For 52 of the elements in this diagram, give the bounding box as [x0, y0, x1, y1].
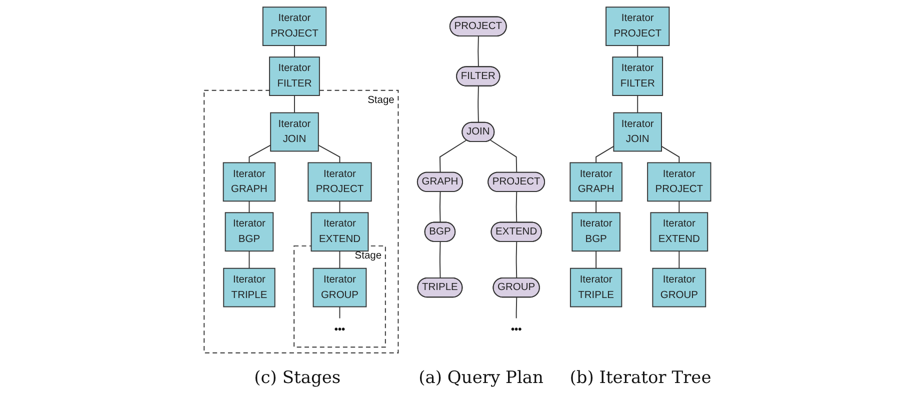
connector — [339, 200, 340, 214]
node-box — [223, 268, 276, 308]
connector — [294, 95, 296, 114]
node-box — [612, 56, 664, 96]
node-text: ••• — [334, 324, 346, 335]
connector — [490, 140, 518, 174]
panel-caption: (b) Iterator Tree — [570, 368, 712, 388]
connector — [294, 45, 296, 58]
diagram-drawing: Stage Stage PROJECT FILTER JOIN GRAPH PROJECT BGP EXTEND TRIPLE GROUP ••• Iterator PROJECT Iterator FILTER Iterator JOIN Iterator GRAPH Iterator PROJECT Iterator BGP Iterator EXTEND Iterator TRIPLE Iterator GROUP Iterator PROJECT Iterator FILTER Iterator JOIN Iterator GRAPH Iterator PROJECT Iterator BGP Iterator EXTEND Iterator TRIPLE Iterator GROUP ••• — [199, 2, 716, 358]
connector — [678, 250, 680, 269]
node-box — [224, 212, 274, 252]
node-box — [270, 112, 319, 152]
node-box — [222, 162, 276, 202]
connector — [440, 140, 468, 174]
node-box — [652, 268, 706, 308]
node-box — [312, 268, 367, 308]
connector — [318, 144, 340, 164]
node-box — [269, 56, 320, 96]
panel-caption: (a) Query Plan — [418, 368, 544, 388]
node-box — [570, 268, 622, 308]
node-box — [613, 112, 662, 152]
connector — [637, 95, 638, 114]
connector — [339, 250, 340, 269]
connector — [478, 86, 479, 124]
connector — [248, 200, 250, 214]
connector — [248, 144, 272, 164]
node-box — [310, 212, 369, 252]
connector — [637, 45, 638, 58]
connector — [516, 297, 518, 319]
connector — [339, 306, 340, 319]
node-box — [606, 6, 670, 46]
connector — [596, 250, 597, 269]
connector — [516, 241, 518, 279]
panel-caption: (c) Stages — [254, 368, 341, 388]
node-box — [308, 162, 372, 202]
node-box — [262, 6, 327, 46]
node-text: ••• — [511, 324, 522, 335]
connector — [596, 200, 597, 214]
connector — [516, 191, 518, 224]
connector — [248, 250, 250, 269]
connector — [678, 200, 680, 214]
connector — [440, 241, 441, 279]
cluster — [204, 90, 399, 354]
node-box — [572, 212, 620, 252]
connector — [440, 191, 441, 224]
node-box — [570, 162, 622, 202]
connector — [661, 146, 680, 164]
connector — [596, 146, 614, 164]
connector — [478, 36, 479, 68]
node-box — [650, 212, 708, 252]
cluster — [294, 245, 386, 348]
node-box — [647, 162, 712, 202]
